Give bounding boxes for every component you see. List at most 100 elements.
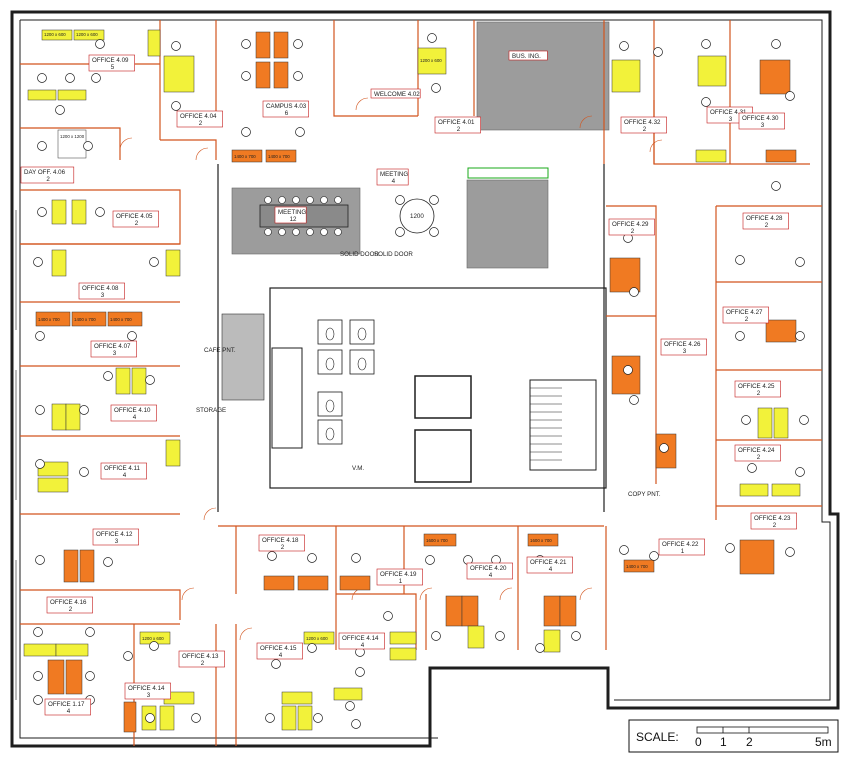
desk [697,55,727,87]
chair [264,196,272,204]
desk [37,461,69,477]
door [203,507,217,521]
room-name: OFFICE 4.05 [116,213,153,220]
desk [611,355,641,395]
room-occupancy: 1 [681,548,685,555]
desk [79,549,95,583]
room-name: OFFICE 4.07 [94,343,131,350]
room-occupancy: 3 [761,122,765,129]
room-occupancy: 4 [279,652,283,659]
chair [267,551,277,561]
desk [543,629,561,653]
desk [163,55,195,93]
desk [165,249,181,277]
desk [165,439,181,467]
room-label: WELCOME 4.02 [370,88,421,99]
door [649,139,663,153]
service-label-storage: STORAGE [196,407,226,414]
chair [123,651,133,661]
room-name: OFFICE 4.32 [624,119,661,126]
chair [145,713,155,723]
desk [757,407,773,439]
room-name: OFFICE 4.30 [742,115,779,122]
desk [445,595,463,627]
shaft [271,347,303,449]
chair [623,365,633,375]
room-name: MEETING [278,209,306,216]
room-name: OFFICE 4.22 [662,541,699,548]
room-name: BUS. ING. [512,53,541,60]
desk-size-label: 1400 x 700 [74,317,96,322]
scale-tick-2: 2 [746,735,753,749]
service-label-table-size: 1200 [410,213,424,220]
room-name: OFFICE 4.24 [738,447,775,454]
room-label: BUS. ING. [508,50,548,61]
chair [395,227,405,237]
room-label-box [262,100,309,118]
scale-bar-box [696,726,829,734]
toilet [325,327,335,341]
desk [623,559,655,573]
desk [543,595,561,627]
partition-wall [606,205,657,484]
chair [35,405,45,415]
room-occupancy: 4 [123,472,127,479]
partition-wall [336,593,417,650]
desk [51,403,67,431]
room-name: OFFICE 4.20 [470,565,507,572]
desk [37,477,69,493]
room-label-box [722,306,769,324]
chair [293,71,303,81]
chair [395,195,405,205]
room-label: OFFICE 4.083 [78,282,125,300]
chair [241,39,251,49]
room-occupancy: 3 [729,116,733,123]
chair [701,39,711,49]
room-label: OFFICE 4.132 [178,650,225,668]
door [579,115,593,129]
room-name: OFFICE 4.25 [738,383,775,390]
room-label: OFFICE 4.123 [92,528,139,546]
room-name: OFFICE 1.17 [48,701,85,708]
desk-size-label: 1400 x 700 [268,154,290,159]
chair [292,228,300,236]
room-name: OFFICE 4.08 [82,285,119,292]
door [195,147,209,161]
room-label: OFFICE 1.174 [44,698,91,716]
room-label: OFFICE 4.143 [124,682,171,700]
room-name: OFFICE 4.14 [128,685,165,692]
door [119,137,133,151]
room-label-box [112,210,159,228]
room-label-box [508,50,548,61]
chair [771,39,781,49]
room-label: OFFICE 4.204 [466,562,513,580]
desk [739,539,775,575]
room-label: OFFICE 4.042 [176,110,223,128]
scale-tick-0: 0 [695,735,702,749]
room-occupancy: 2 [757,454,761,461]
service-label-vm: V.M. [352,465,364,472]
toilet [357,327,367,341]
room-label-box [338,632,385,650]
chair [33,695,43,705]
chair [535,643,545,653]
desk [423,533,457,547]
chair [271,659,281,669]
scale-frame [628,719,839,753]
chair [103,371,113,381]
room-label-box [658,538,705,556]
desk [131,367,147,395]
desk-size-label: 1200 x 600 [420,58,442,63]
room-occupancy: 3 [113,350,117,357]
chair [306,228,314,236]
service-core [269,287,607,489]
room-label-box [46,596,93,614]
chair [83,141,93,151]
desk [765,319,797,343]
room-label-box [608,218,655,236]
room-label-box [20,166,75,184]
room-occupancy: 2 [135,220,139,227]
chair [649,551,659,561]
chair [278,228,286,236]
